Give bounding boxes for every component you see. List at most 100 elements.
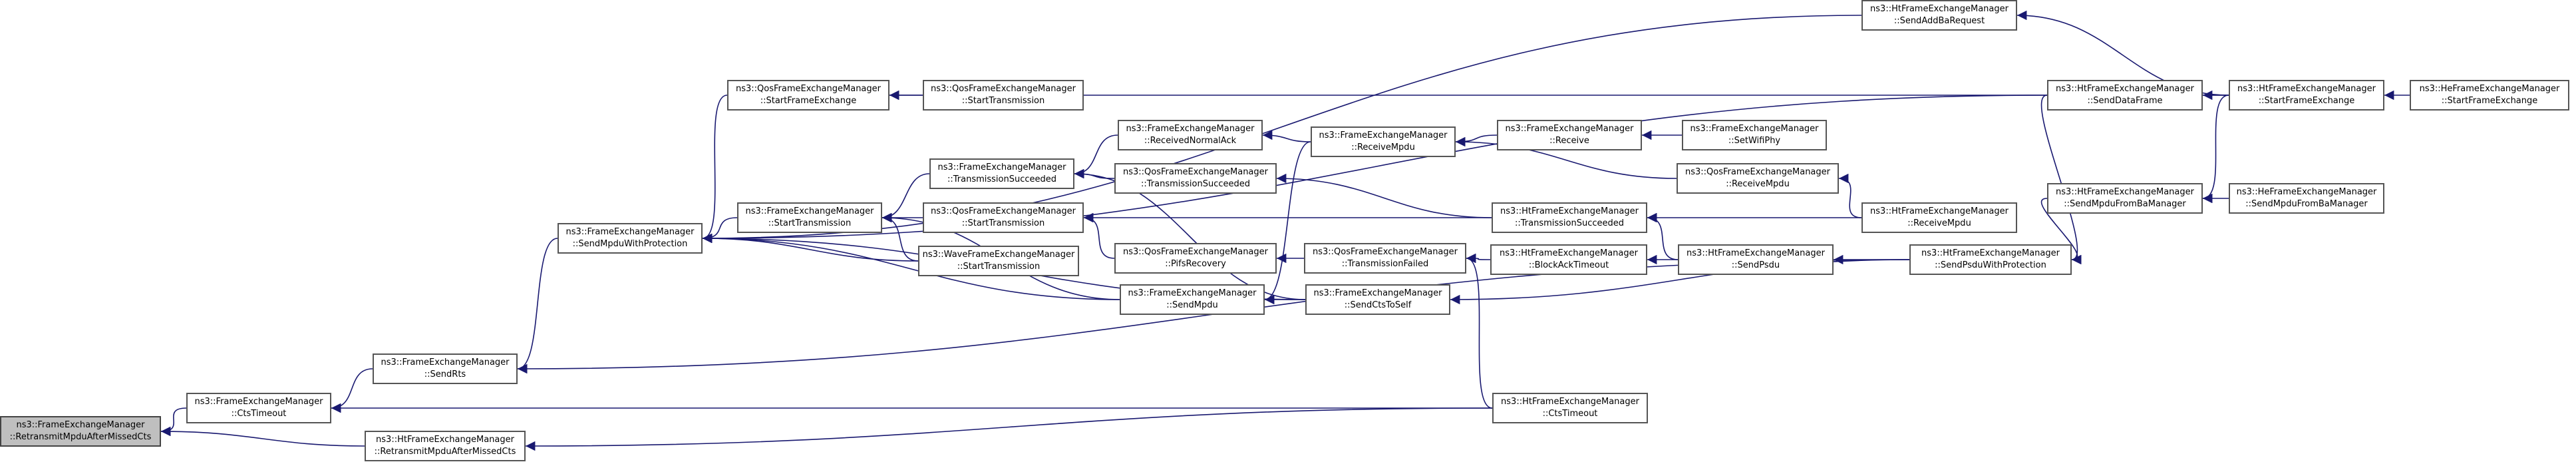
node-he-startframeexchange[interactable]: ns3::HeFrameExchangeManager::StartFrameE…	[2410, 80, 2569, 111]
edge-n_ht_senddata-to-n_ht_sendpsduprot	[2040, 95, 2082, 265]
node-he-sendmpdufrombamanager[interactable]: ns3::HeFrameExchangeManager::SendMpduFro…	[2229, 183, 2384, 214]
node-class: ns3::QosFrameExchangeManager	[1122, 167, 1268, 177]
node-class: ns3::QosFrameExchangeManager	[735, 84, 881, 94]
node-ht-blockacktimeout[interactable]: ns3::HtFrameExchangeManager::BlockAckTim…	[1490, 244, 1647, 275]
node-method: ::SendMpduFromBaManager	[2064, 199, 2186, 209]
node-class: ns3::HtFrameExchangeManager	[1501, 397, 1639, 407]
node-fem-sendmpdu[interactable]: ns3::FrameExchangeManager::SendMpdu	[1120, 284, 1265, 315]
node-class: ns3::HtFrameExchangeManager	[1870, 206, 2009, 216]
node-method: ::PifsRecovery	[1165, 259, 1226, 269]
node-ht-sendpsduwithprotection[interactable]: ns3::HtFrameExchangeManager::SendPsduWit…	[1909, 244, 2072, 275]
node-class: ns3::FrameExchangeManager	[1128, 288, 1257, 298]
node-method: ::StartTransmission	[957, 262, 1041, 272]
edge-n_ht_startframe-to-n_ht_sendmpduba	[2202, 95, 2229, 204]
node-fem-setwifiphy[interactable]: ns3::FrameExchangeManager::SetWifiPhy	[1682, 120, 1827, 150]
node-class: ns3::FrameExchangeManager	[1690, 124, 1819, 134]
node-method: ::SendDataFrame	[2087, 96, 2163, 106]
node-fem-receive[interactable]: ns3::FrameExchangeManager::Receive	[1497, 120, 1642, 150]
node-ht-sendaddbarequest[interactable]: ns3::HtFrameExchangeManager::SendAddBaRe…	[1861, 0, 2017, 31]
edge-n_ht_sendpsdu-to-n_ht_txsucc	[1647, 212, 1679, 260]
node-qos-startframeexchange[interactable]: ns3::QosFrameExchangeManager::StartFrame…	[727, 80, 889, 111]
node-class: ns3::QosFrameExchangeManager	[1685, 167, 1830, 177]
node-class: ns3::HtFrameExchangeManager	[1500, 206, 1639, 216]
node-method: ::StartFrameExchange	[2258, 96, 2355, 106]
edge-n_qos_txsucc-to-n_fem_txsucc	[1074, 168, 1115, 179]
node-ht-startframeexchange[interactable]: ns3::HtFrameExchangeManager::StartFrameE…	[2229, 80, 2384, 111]
node-class: ns3::HtFrameExchangeManager	[2237, 84, 2376, 94]
node-method: ::SetWifiPhy	[1728, 136, 1781, 146]
node-method: ::CtsTimeout	[1542, 409, 1598, 419]
node-method: ::TransmissionSucceeded	[1140, 179, 1251, 189]
node-ht-retransmit[interactable]: ns3::HtFrameExchangeManager::RetransmitM…	[365, 431, 526, 461]
node-method: ::StartTransmission	[768, 218, 852, 228]
node-fem-receivempdu[interactable]: ns3::FrameExchangeManager::ReceiveMpdu	[1311, 126, 1456, 157]
node-qos-transmissionsucceeded[interactable]: ns3::QosFrameExchangeManager::Transmissi…	[1114, 163, 1277, 194]
node-method: ::TransmissionFailed	[1341, 259, 1429, 269]
node-class: ns3::HeFrameExchangeManager	[2236, 187, 2377, 197]
node-class: ns3::FrameExchangeManager	[1126, 124, 1255, 134]
node-method: ::Receive	[1549, 136, 1589, 146]
node-class: ns3::HeFrameExchangeManager	[2419, 84, 2560, 94]
node-class: ns3::FrameExchangeManager	[194, 397, 323, 407]
edge-n_sendrts-to-n_fem_ctstimeout	[331, 368, 373, 413]
node-method: ::StartFrameExchange	[760, 96, 857, 106]
node-class: ns3::HtFrameExchangeManager	[376, 435, 514, 445]
node-class: ns3::HtFrameExchangeManager	[1870, 4, 2009, 14]
node-class: ns3::HtFrameExchangeManager	[2056, 84, 2194, 94]
node-ht-sendmpdufrombamanager[interactable]: ns3::HtFrameExchangeManager::SendMpduFro…	[2047, 183, 2203, 214]
node-class: ns3::WaveFrameExchangeManager	[922, 250, 1075, 260]
node-class: ns3::QosFrameExchangeManager	[1122, 247, 1268, 257]
node-fem-transmissionsucceeded[interactable]: ns3::FrameExchangeManager::TransmissionS…	[929, 158, 1074, 189]
node-method: ::CtsTimeout	[231, 409, 287, 419]
node-method: ::StartTransmission	[961, 218, 1045, 228]
edge-n_ht_ctstimeout-to-n_qos_txfail	[1466, 253, 1493, 409]
node-fem-sendrts[interactable]: ns3::FrameExchangeManager::SendRts	[373, 353, 518, 384]
node-qos-starttransmission[interactable]: ns3::QosFrameExchangeManager::StartTrans…	[923, 202, 1084, 233]
node-fem-sendctstoself[interactable]: ns3::FrameExchangeManager::SendCtsToSelf	[1305, 284, 1450, 315]
node-ht-transmissionsucceeded[interactable]: ns3::HtFrameExchangeManager::Transmissio…	[1492, 202, 1647, 233]
edge-n_qos_recvmpdu-to-n_fem_recvmpdu	[1455, 136, 1677, 179]
node-class: ns3::FrameExchangeManager	[1313, 288, 1442, 298]
node-qos-starttransmission-top[interactable]: ns3::QosFrameExchangeManager::StartTrans…	[923, 80, 1084, 111]
edge-n_fem_ctstimeout-to-n_root	[160, 407, 187, 437]
node-method: ::BlockAckTimeout	[1528, 260, 1609, 270]
edge-n_ht_senddata-to-n_sendmpduprot	[702, 95, 2048, 244]
node-qos-transmissionfailed[interactable]: ns3::QosFrameExchangeManager::Transmissi…	[1304, 243, 1466, 274]
node-class: ns3::QosFrameExchangeManager	[930, 206, 1076, 216]
node-method: ::SendMpdu	[1166, 300, 1218, 310]
edge-n_fem_recvmpdu-to-n_fem_sendmpdu	[1264, 141, 1311, 305]
node-method: ::SendMpduWithProtection	[572, 239, 688, 249]
node-ht-sendpsdu[interactable]: ns3::HtFrameExchangeManager::SendPsdu	[1678, 244, 1834, 275]
edge-n_ht_sendmpduba-to-n_ht_sendpsduprot	[2040, 198, 2082, 265]
edge-n_ht_ctstimeout-to-n_ht_retx	[525, 407, 1493, 451]
edge-n_fem_recvmpdu-to-n_fem_recvack	[1262, 130, 1311, 142]
edge-n_ht_txsucc-to-n_qos_txsucc	[1276, 173, 1492, 218]
node-class: ns3::HtFrameExchangeManager	[1687, 248, 1825, 258]
node-qos-pifsrecovery[interactable]: ns3::QosFrameExchangeManager::PifsRecove…	[1114, 243, 1277, 274]
node-ht-senddataframe[interactable]: ns3::HtFrameExchangeManager::SendDataFra…	[2047, 80, 2203, 111]
node-root: ns3::FrameExchangeManager::RetransmitMpd…	[0, 416, 161, 447]
node-method: ::RetransmitMpduAfterMissedCts	[9, 432, 152, 442]
node-fem-receivednormalack[interactable]: ns3::FrameExchangeManager::ReceivedNorma…	[1118, 120, 1263, 150]
node-method: ::TransmissionSucceeded	[1514, 218, 1625, 228]
node-fem-ctstimeout[interactable]: ns3::FrameExchangeManager::CtsTimeout	[186, 393, 331, 423]
edge-n_ht_retx-to-n_root	[160, 426, 365, 447]
node-method: ::SendPsduWithProtection	[1935, 260, 2046, 270]
node-class: ns3::HtFrameExchangeManager	[2056, 187, 2194, 197]
node-fem-sendmpduwithprotection[interactable]: ns3::FrameExchangeManager::SendMpduWithP…	[558, 223, 703, 254]
node-qos-receivempdu[interactable]: ns3::QosFrameExchangeManager::ReceiveMpd…	[1677, 163, 1839, 194]
node-method: ::SendPsdu	[1731, 260, 1780, 270]
node-method: ::SendMpduFromBaManager	[2245, 199, 2368, 209]
node-method: ::TransmissionSucceeded	[947, 174, 1057, 184]
node-ht-ctstimeout[interactable]: ns3::HtFrameExchangeManager::CtsTimeout	[1492, 393, 1648, 423]
node-fem-starttransmission[interactable]: ns3::FrameExchangeManager::StartTransmis…	[737, 202, 882, 233]
node-class: ns3::QosFrameExchangeManager	[1312, 247, 1458, 257]
node-ht-receivempdu[interactable]: ns3::HtFrameExchangeManager::ReceiveMpdu	[1861, 202, 2017, 233]
node-method: ::SendAddBaRequest	[1893, 16, 1985, 26]
edge-n_fem_ctstoself-to-n_fem_txsucc	[1074, 168, 1306, 300]
node-method: ::ReceiveMpdu	[1726, 179, 1790, 189]
node-wave-starttransmission[interactable]: ns3::WaveFrameExchangeManager::StartTran…	[918, 246, 1079, 276]
node-class: ns3::FrameExchangeManager	[16, 420, 145, 430]
node-class: ns3::FrameExchangeManager	[745, 206, 874, 216]
